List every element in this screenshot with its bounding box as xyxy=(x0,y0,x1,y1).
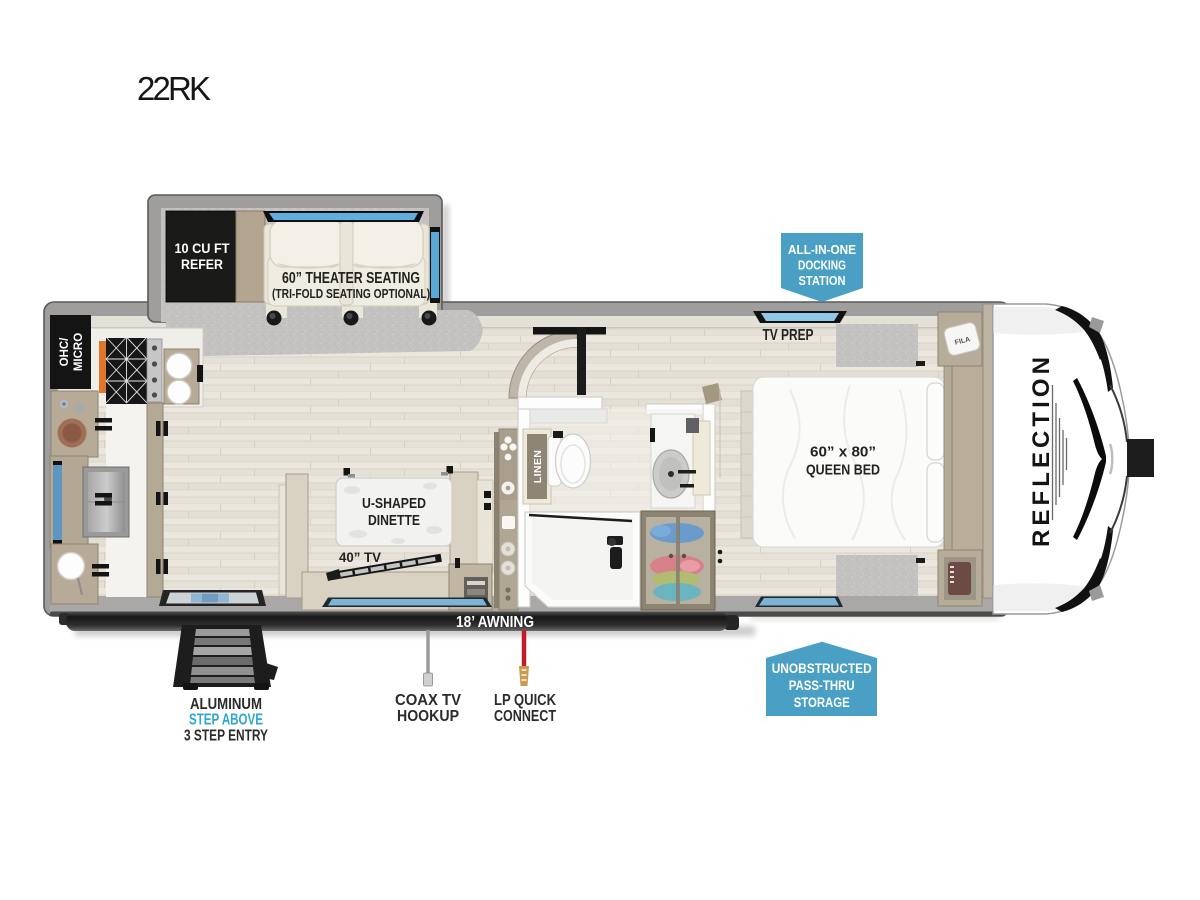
svg-text:COAX TV: COAX TV xyxy=(395,692,462,709)
svg-text:40” TV: 40” TV xyxy=(339,549,382,565)
svg-text:FILA: FILA xyxy=(954,336,971,347)
svg-text:MICRO: MICRO xyxy=(73,333,85,371)
svg-text:HOOKUP: HOOKUP xyxy=(397,708,459,725)
svg-text:ALL-IN-ONE: ALL-IN-ONE xyxy=(788,242,856,257)
svg-text:CONNECT: CONNECT xyxy=(494,708,556,725)
svg-text:LP QUICK: LP QUICK xyxy=(494,692,557,709)
svg-text:QUEEN BED: QUEEN BED xyxy=(806,462,880,479)
svg-text:PASS-THRU: PASS-THRU xyxy=(789,678,855,693)
svg-text:LINEN: LINEN xyxy=(532,450,544,484)
svg-text:(TRI-FOLD SEATING OPTIONAL): (TRI-FOLD SEATING OPTIONAL) xyxy=(272,287,430,301)
svg-text:18’ AWNING: 18’ AWNING xyxy=(456,614,534,631)
svg-text:UNOBSTRUCTED: UNOBSTRUCTED xyxy=(772,661,872,676)
svg-text:STORAGE: STORAGE xyxy=(794,695,850,710)
svg-text:STATION: STATION xyxy=(799,273,846,288)
svg-text:60” THEATER SEATING: 60” THEATER SEATING xyxy=(282,270,420,287)
svg-text:DOCKING: DOCKING xyxy=(798,258,846,273)
svg-text:TV PREP: TV PREP xyxy=(763,327,814,344)
svg-text:U-SHAPED: U-SHAPED xyxy=(362,496,426,512)
svg-text:3 STEP ENTRY: 3 STEP ENTRY xyxy=(184,728,268,745)
svg-text:STEP ABOVE: STEP ABOVE xyxy=(189,712,263,729)
svg-text:22RK: 22RK xyxy=(137,70,211,107)
svg-text:DINETTE: DINETTE xyxy=(368,513,420,529)
svg-text:ALUMINUM: ALUMINUM xyxy=(190,696,262,713)
svg-text:REFER: REFER xyxy=(181,257,223,272)
svg-text:OHC/: OHC/ xyxy=(59,337,71,367)
svg-text:10 CU FT: 10 CU FT xyxy=(175,241,231,256)
svg-text:60” x 80”: 60” x 80” xyxy=(810,444,876,461)
